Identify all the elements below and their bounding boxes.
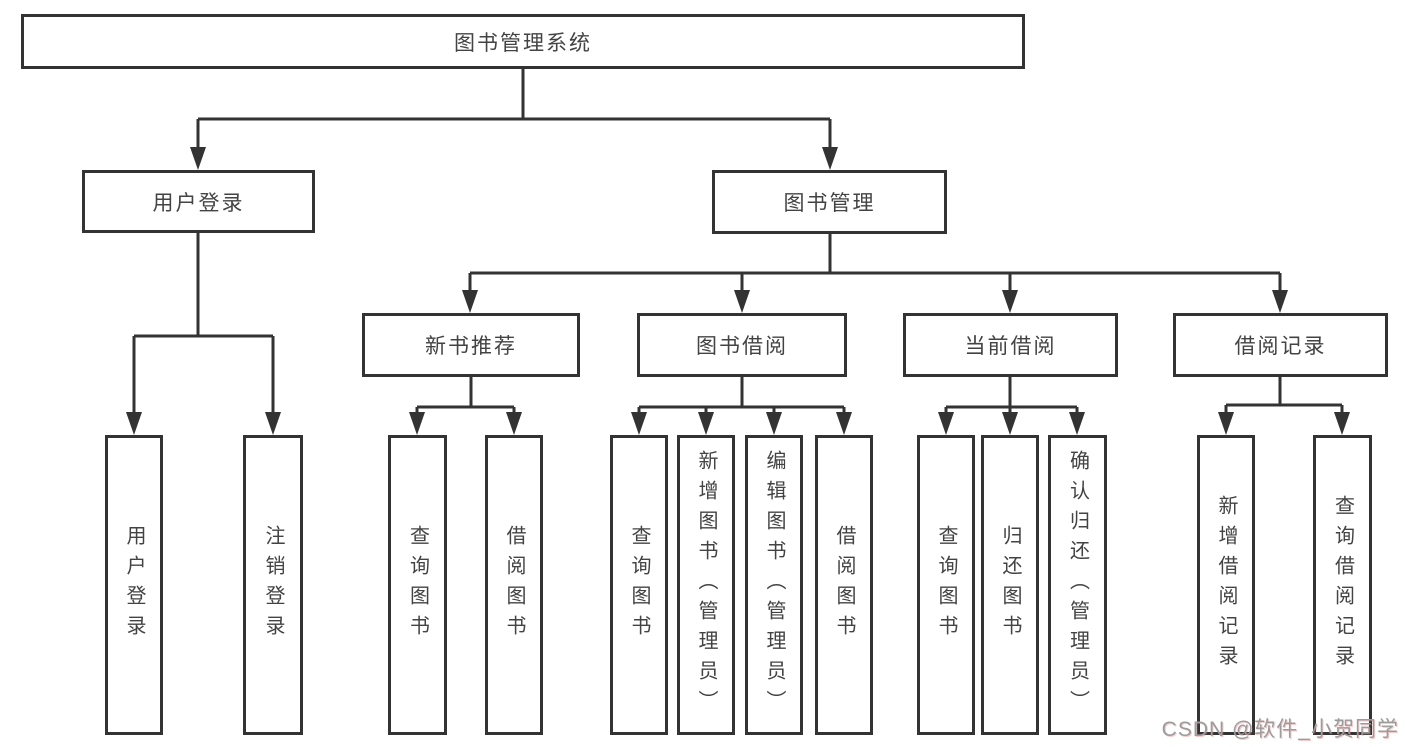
leaf-user-login: 用户登录 — [105, 435, 163, 735]
leaf-record-query-borrow-record: 查询借阅记录 — [1313, 435, 1372, 735]
node-book-management: 图书管理 — [712, 170, 947, 234]
leaf-borrow-borrow-books-label: 借阅图书 — [833, 525, 855, 645]
leaf-current-query-books-label: 查询图书 — [935, 525, 957, 645]
node-library-system-label: 图书管理系统 — [454, 31, 592, 55]
leaf-borrow-add-books-admin-label: 新增图书（管理员） — [695, 450, 717, 720]
node-book-management-label: 图书管理 — [783, 192, 876, 215]
node-current-borrowing: 当前借阅 — [903, 313, 1118, 377]
leaf-logout-label: 注销登录 — [262, 525, 284, 645]
leaf-borrow-edit-books-admin: 编辑图书（管理员） — [745, 435, 803, 735]
node-current-borrowing-label: 当前借阅 — [964, 335, 1057, 358]
node-user-login-label: 用户登录 — [152, 191, 245, 215]
leaf-borrow-add-books-admin: 新增图书（管理员） — [677, 435, 735, 735]
leaf-record-query-borrow-record-label: 查询借阅记录 — [1331, 495, 1354, 675]
leaf-record-add-borrow-record-label: 新增借阅记录 — [1215, 495, 1237, 675]
leaf-newbook-query-books: 查询图书 — [388, 435, 447, 735]
node-user-login: 用户登录 — [82, 170, 315, 233]
leaf-newbook-borrow-books-label: 借阅图书 — [503, 525, 525, 645]
node-new-book-recommend: 新书推荐 — [362, 313, 580, 377]
node-borrowing-records-label: 借阅记录 — [1234, 335, 1327, 358]
leaf-current-confirm-return-admin: 确认归还（管理员） — [1048, 435, 1107, 735]
leaf-borrow-borrow-books: 借阅图书 — [815, 435, 873, 735]
arrowheads — [126, 147, 1350, 435]
node-new-book-recommend-label: 新书推荐 — [425, 335, 517, 358]
node-book-borrowing-label: 图书借阅 — [696, 335, 788, 358]
leaf-borrow-query-books-label: 查询图书 — [628, 525, 650, 645]
node-book-borrowing: 图书借阅 — [637, 313, 847, 377]
leaf-user-login-label: 用户登录 — [123, 525, 145, 645]
csdn-watermark: CSDN @软件_小贺同学 — [1161, 718, 1399, 741]
leaf-current-return-books-label: 归还图书 — [999, 525, 1021, 645]
leaf-current-query-books: 查询图书 — [917, 435, 975, 735]
leaf-newbook-borrow-books: 借阅图书 — [485, 435, 543, 735]
node-borrowing-records: 借阅记录 — [1173, 313, 1388, 377]
leaf-record-add-borrow-record: 新增借阅记录 — [1197, 435, 1255, 735]
leaf-newbook-query-books-label: 查询图书 — [406, 525, 429, 645]
leaf-current-confirm-return-admin-label: 确认归还（管理员） — [1066, 450, 1089, 720]
leaf-current-return-books: 归还图书 — [981, 435, 1039, 735]
connector-paths — [132, 69, 1344, 415]
leaf-borrow-query-books: 查询图书 — [610, 435, 668, 735]
node-library-system: 图书管理系统 — [21, 14, 1025, 69]
leaf-logout: 注销登录 — [243, 435, 303, 735]
leaf-borrow-edit-books-admin-label: 编辑图书（管理员） — [763, 450, 785, 720]
